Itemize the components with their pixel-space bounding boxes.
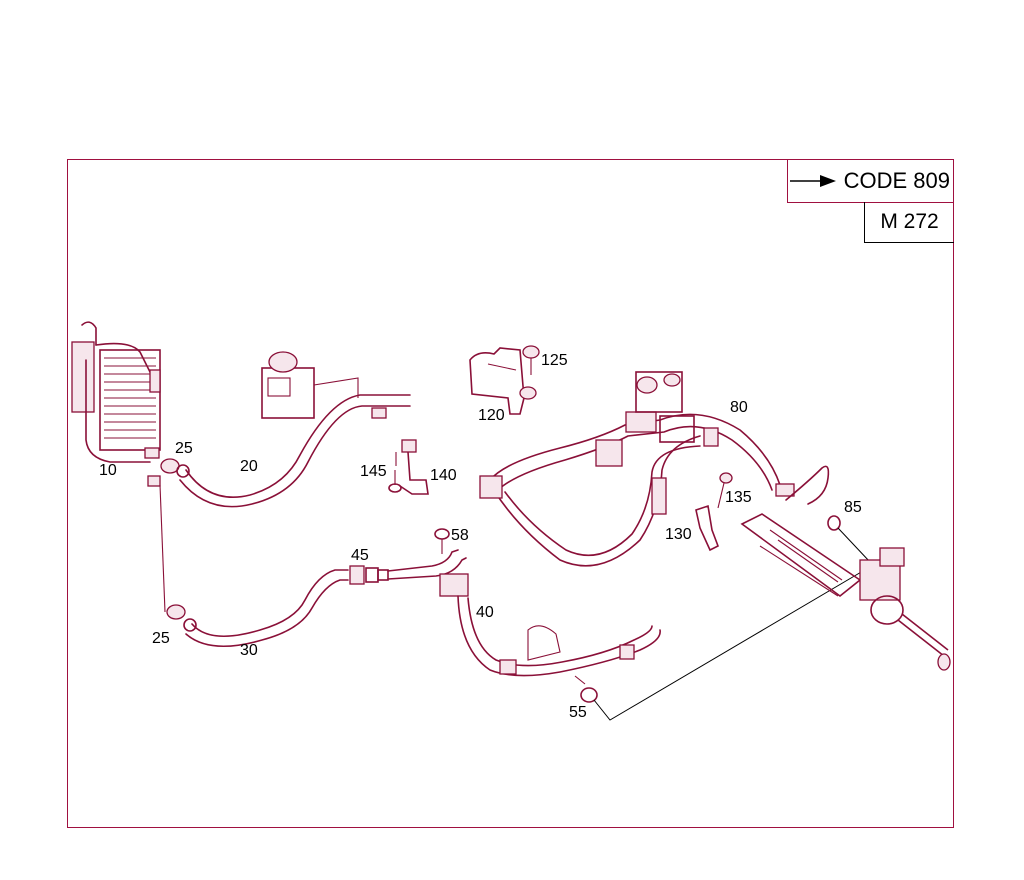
model-label-box: M 272: [864, 202, 954, 243]
callout-145: 145: [360, 463, 387, 480]
fluid-reservoir: [261, 351, 359, 419]
o-ring-part-55: [580, 567, 869, 721]
bolt-part-145: [388, 470, 402, 493]
callout-25-upper: 25: [175, 440, 193, 457]
pressure-line-part-80: [479, 411, 830, 567]
callout-130: 130: [665, 526, 692, 543]
steering-pump: [595, 371, 719, 467]
return-hose-part: [179, 394, 411, 508]
bracket-part-120: [469, 347, 537, 415]
callout-45: 45: [351, 547, 369, 564]
callout-125: 125: [541, 352, 568, 369]
right-arrow-icon: [789, 174, 836, 187]
steering-gear: [740, 513, 951, 671]
model-label: M 272: [880, 210, 939, 233]
callout-120: 120: [478, 407, 505, 424]
hose-clamp-lower: [166, 604, 197, 632]
screw-part-135: [717, 472, 733, 509]
pressure-hose-part: [439, 573, 661, 685]
code-label: CODE 809: [843, 167, 950, 193]
callout-135: 135: [725, 489, 752, 506]
oil-cooler-part: [71, 321, 161, 487]
callout-140: 140: [430, 467, 457, 484]
hose-clamp-upper: [160, 458, 190, 478]
callout-25-lower: 25: [152, 630, 170, 647]
callout-40: 40: [476, 604, 494, 621]
callout-20: 20: [240, 458, 258, 475]
callout-58: 58: [451, 527, 469, 544]
callout-80: 80: [730, 399, 748, 416]
callout-55: 55: [569, 704, 587, 721]
callout-10: 10: [99, 462, 117, 479]
screw-part-125: [522, 345, 540, 375]
diagram-frame: [67, 159, 954, 828]
callout-85: 85: [844, 499, 862, 516]
callout-30: 30: [240, 642, 258, 659]
code-label-box: CODE 809: [787, 159, 954, 203]
bracket-part-130: [695, 504, 720, 552]
hose-connector-part: [349, 549, 467, 585]
screw-part-58: [434, 528, 450, 554]
bracket-part-140: [395, 439, 429, 495]
o-ring-part-85: [827, 515, 871, 563]
suction-hose-part: [159, 484, 349, 648]
